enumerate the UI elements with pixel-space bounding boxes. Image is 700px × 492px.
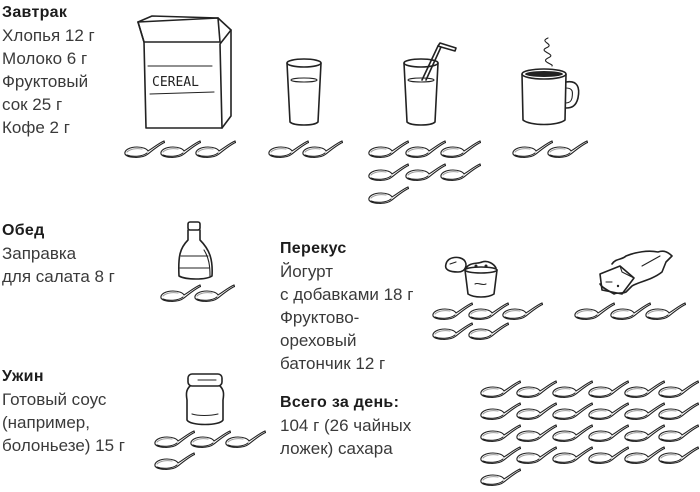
breakfast-heading: Завтрак [2, 4, 68, 21]
breakfast-line: Кофе 2 г [2, 118, 70, 137]
spoon-icon [300, 138, 344, 160]
total-spoon-grid [478, 378, 700, 492]
total-section: Всего за день: 104 г (26 чайных ложек) с… [280, 392, 411, 460]
lunch-line: Заправка [2, 244, 77, 263]
snack-line: ореховый [280, 331, 357, 350]
snack-line: батончик 12 г [280, 354, 386, 373]
total-line: 104 г (26 чайных [280, 416, 412, 435]
dinner-line: (например, [2, 413, 90, 432]
milk-glass-icon [284, 58, 324, 128]
spoon-icon [438, 161, 482, 183]
total-heading: Всего за день: [280, 394, 400, 411]
spoon-icon [643, 300, 687, 322]
breakfast-section: Завтрак Хлопья 12 г Молоко 6 г Фруктовый… [2, 2, 95, 139]
snack-line: Йогурт [280, 262, 334, 281]
fruit-nut-bar-icon [592, 248, 676, 300]
lunch-section: Обед Заправка для салата 8 г [2, 220, 115, 288]
spoon-icon [438, 138, 482, 160]
dinner-heading: Ужин [2, 368, 44, 385]
spoon-icon [656, 378, 700, 400]
spoon-icon [193, 138, 237, 160]
breakfast-line: Молоко 6 г [2, 49, 88, 68]
breakfast-line: сок 25 г [2, 95, 63, 114]
dinner-line: Готовый соус [2, 390, 107, 409]
spoon-icon [656, 444, 700, 466]
spoon-icon [545, 138, 589, 160]
snack-line: Фруктово- [280, 308, 360, 327]
dinner-section: Ужин Готовый соус (например, болоньезе) … [2, 366, 125, 457]
salad-dressing-bottle-icon [176, 220, 216, 282]
spoon-icon [192, 282, 236, 304]
spoon-icon [466, 320, 510, 342]
yogurt-cup-icon [442, 254, 506, 300]
lunch-heading: Обед [2, 222, 45, 239]
spoon-icon [500, 300, 544, 322]
spoon-icon [152, 450, 196, 472]
coffee-mug-icon [518, 34, 584, 128]
spoon-icon [478, 466, 522, 488]
snack-section: Перекус Йогурт с добавками 18 г Фруктово… [280, 238, 413, 375]
breakfast-line: Фруктовый [2, 72, 89, 91]
snack-line: с добавками 18 г [280, 285, 414, 304]
sauce-jar-icon [184, 372, 226, 428]
svg-text:CEREAL: CEREAL [152, 75, 199, 90]
cereal-box-icon: CEREAL [132, 14, 234, 132]
dinner-line: болоньезе) 15 г [2, 436, 125, 455]
total-line: ложек) сахара [280, 439, 393, 458]
spoon-icon [656, 422, 700, 444]
juice-glass-icon [400, 38, 470, 128]
spoon-icon [366, 184, 410, 206]
lunch-line: для салата 8 г [2, 267, 115, 286]
breakfast-line: Хлопья 12 г [2, 26, 95, 45]
snack-heading: Перекус [280, 240, 347, 257]
spoon-icon [223, 428, 267, 450]
spoon-icon [656, 400, 700, 422]
